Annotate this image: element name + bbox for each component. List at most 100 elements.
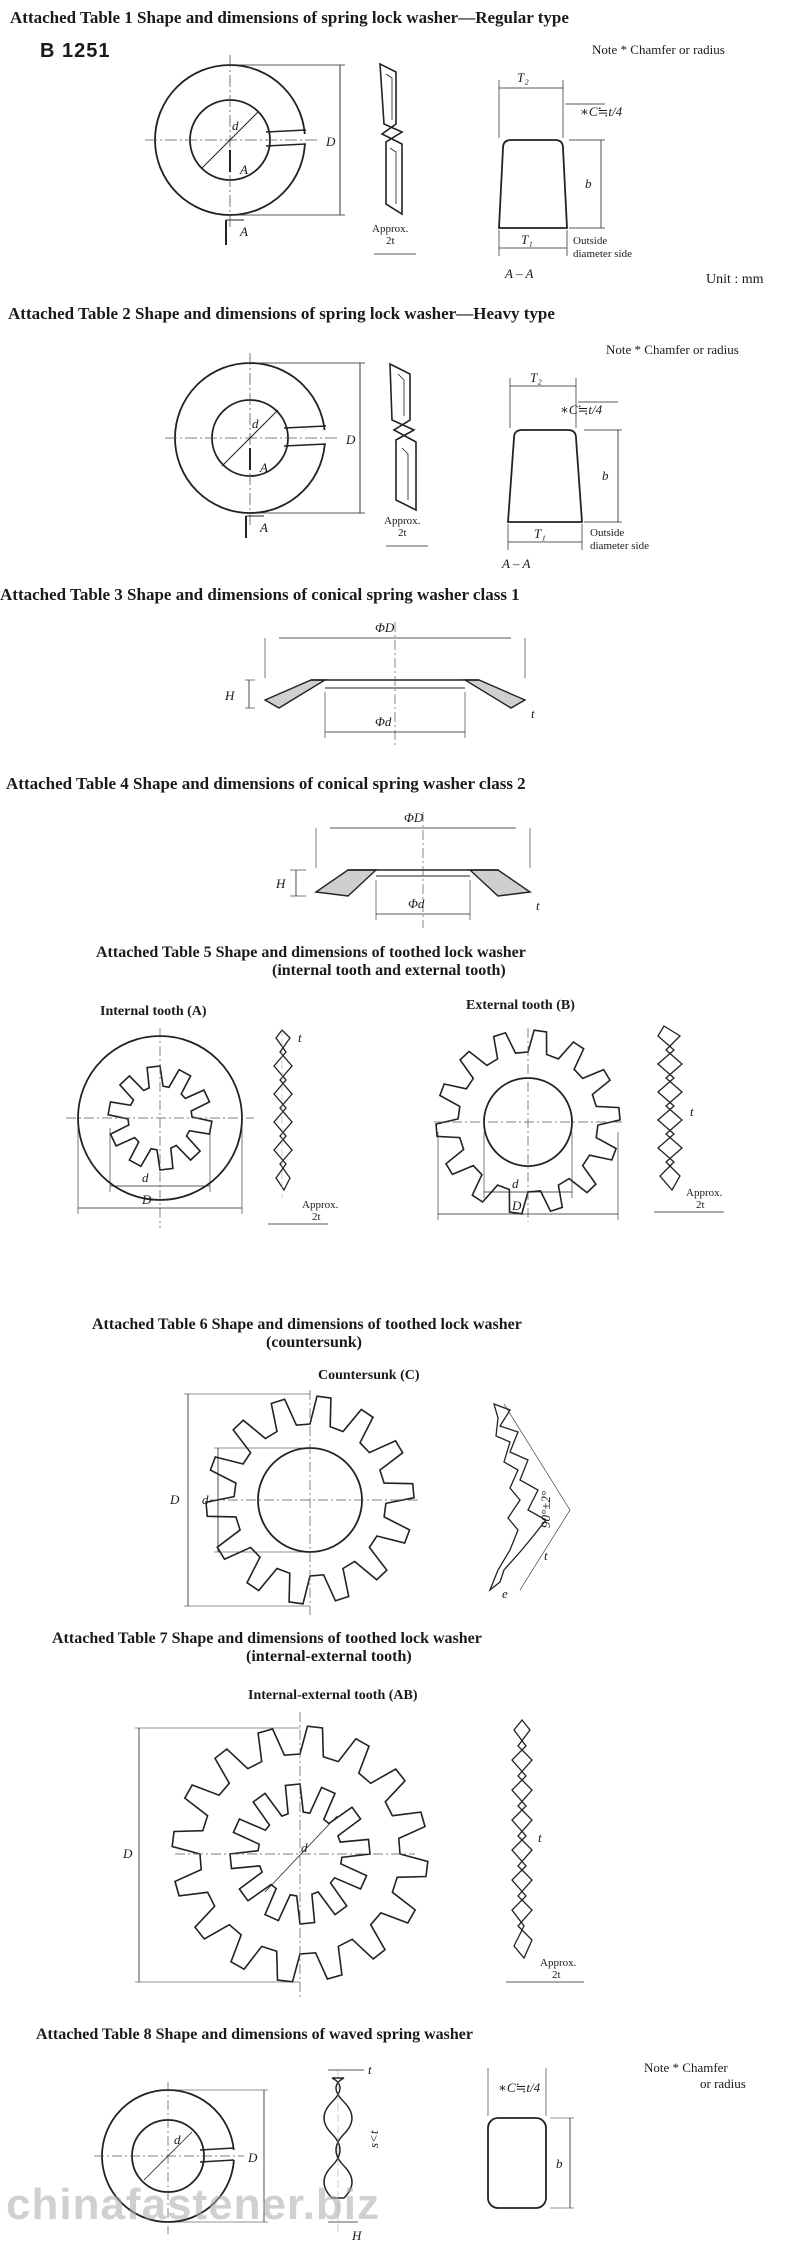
int-teeth-outline [107,1065,213,1171]
dim-d-label-t2: d [252,416,259,431]
spring-washer-regular-side: Approx. 2t [372,62,416,255]
note-chamfer-t2: Note * Chamfer or radius [606,342,739,357]
dim-H-label-t8: H [351,2228,362,2243]
table5-title-line2: (internal tooth and external tooth) [272,962,506,979]
note-chamfer-t8b: or radius [700,2076,746,2091]
table6-title-line2: (countersunk) [266,1334,363,1351]
dim-phiD-label-t3: ΦD [375,620,395,635]
dim-T1-label-t2: T₁ [534,526,546,541]
waved-washer-plan: d D [94,2082,268,2234]
table5-title-line1: Attached Table 5 Shape and dimensions of… [96,944,526,961]
external-tooth-label: External tooth (B) [466,998,575,1013]
waved-washer-side: t s<t H [323,2062,381,2243]
conical-washer-class1: ΦD H Φd t [224,620,535,748]
dim-D-label-t5a: D [141,1192,152,1207]
approx-2t-label-t5a: 2t [312,1211,321,1223]
approx-2t-label-t1: 2t [386,235,395,247]
approx-2t-label-t2: 2t [398,527,407,539]
section-A-label-t2a: A [259,460,268,475]
angle-label-t6: 90°±2° [538,1491,553,1528]
conical-washer-class2: ΦD H Φd t [275,810,540,928]
outside-label-1-t2: Outside [590,527,624,539]
table8-title: Attached Table 8 Shape and dimensions of… [36,2026,473,2043]
dim-b-label-t1: b [585,176,592,191]
dim-D-label-t2: D [345,432,356,447]
dim-H-label-t3: H [224,688,235,703]
dim-D-label-t6: D [169,1492,180,1507]
table1-title: Attached Table 1 Shape and dimensions of… [10,8,569,27]
ab-teeth-outer-outline [171,1725,429,1983]
dim-d-label-t6: d [202,1492,209,1507]
dim-t-label-t8: t [368,2062,372,2077]
dim-D-label: D [325,134,336,149]
dim-phid-label-t4: Φd [408,896,425,911]
approx-label-t5a: Approx. [302,1199,339,1211]
dim-t-label-t6: t [544,1548,548,1563]
dim-b-label-t2: b [602,468,609,483]
internal-tooth-washer-plan: d D [66,1028,254,1228]
unit-label: Unit : mm [706,272,764,287]
waved-washer-section: ∗C≒t/4 b [487,2068,574,2209]
note-chamfer-t8a: Note * Chamfer [644,2060,728,2075]
countersunk-washer-plan: D d [169,1390,420,1615]
dim-b-label-t8: b [556,2156,563,2171]
dim-phid-label-t3: Φd [375,714,392,729]
chamfer-label-t8: ∗C≒t/4 [498,2080,541,2095]
approx-2t-label-t7: 2t [552,1969,561,1981]
dim-t-label-t3: t [531,706,535,721]
approx-label-t7: Approx. [540,1957,577,1969]
section-label-t2: A – A [501,556,530,571]
table7-title-line2: (internal-external tooth) [246,1648,412,1665]
external-tooth-washer-plan: d D [434,1028,622,1222]
table2-title: Attached Table 2 Shape and dimensions of… [8,304,555,323]
dim-d-label: d [232,118,239,133]
dim-T2-label-t2: T₂ [530,370,542,385]
dim-d-label-t8: d [174,2132,181,2147]
wave-label-t8: s<t [366,2130,381,2148]
approx-label-t2: Approx. [384,515,421,527]
spring-washer-regular-plan: d D A A [145,55,345,245]
dim-t-label-t5b: t [690,1104,694,1119]
spring-washer-regular-section: T₂ ∗C≒t/4 b T₁ Outside diameter side A –… [498,70,632,281]
table7-title-line1: Attached Table 7 Shape and dimensions of… [52,1630,482,1647]
internal-tooth-label: Internal tooth (A) [100,1004,207,1019]
section-A-label-2: A [239,224,248,239]
watermark: chinafastener.biz [6,2180,381,2229]
table6-title-line1: Attached Table 6 Shape and dimensions of… [92,1316,522,1333]
table4-title: Attached Table 4 Shape and dimensions of… [6,774,526,793]
dim-D-label-t7: D [122,1846,133,1861]
approx-label-t5b: Approx. [686,1187,723,1199]
note-chamfer-t1: Note * Chamfer or radius [592,42,725,57]
dim-phiD-label-t4: ΦD [404,810,424,825]
dim-t-label-t4: t [536,898,540,913]
section-label-t1: A – A [504,266,533,281]
dim-D-label-t8: D [247,2150,258,2165]
spring-washer-heavy-side: Approx. 2t [384,362,428,547]
approx-label-t1: Approx. [372,223,409,235]
internal-external-washer-plan: d D [122,1712,429,2000]
dim-d-label-t5a: d [142,1170,149,1185]
outside-label-2-t1: diameter side [573,248,632,260]
dim-d-label-t7: d [301,1840,308,1855]
dim-t-label-t5a: t [298,1030,302,1045]
dim-t-label-t7: t [538,1830,542,1845]
external-tooth-washer-side: t Approx. 2t [654,1025,724,1213]
chamfer-label-t2: ∗C≒t/4 [560,402,603,417]
section-A-label-t2b: A [259,520,268,535]
dim-T2-label-t1: T₂ [517,70,529,85]
dim-H-label-t4: H [275,876,286,891]
section-A-label-1: A [239,162,248,177]
outside-label-2-t2: diameter side [590,540,649,552]
table3-title: Attached Table 3 Shape and dimensions of… [0,585,520,604]
dim-T1-label-t1: T₁ [521,232,533,247]
spring-washer-heavy-plan: d D A A [165,353,365,538]
dim-d-label-t5b: d [512,1176,519,1191]
internal-external-washer-side: t Approx. 2t [506,1718,584,1983]
jis-number: B 1251 [40,40,111,62]
internal-external-label: Internal-external tooth (AB) [248,1688,418,1703]
countersunk-washer-side: 90°±2° e t [488,1402,571,1601]
dim-D-label-t5b: D [511,1198,522,1213]
outside-label-1-t1: Outside [573,235,607,247]
spring-washer-heavy-section: T₂ ∗C≒t/4 b T₁ Outside diameter side A –… [501,370,649,571]
internal-tooth-washer-side: t Approx. 2t [268,1028,339,1225]
